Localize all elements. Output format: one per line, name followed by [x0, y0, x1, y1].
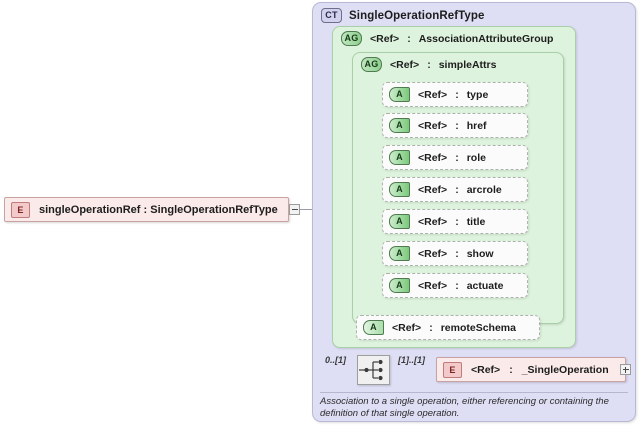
attribute-icon: A [363, 320, 384, 335]
element-icon: E [443, 361, 462, 378]
attribute-type: href [466, 119, 487, 132]
attribute-group-association-header: AG <Ref> : AssociationAttributeGroup [341, 31, 553, 46]
attribute-row[interactable]: A <Ref> : actuate [382, 273, 528, 298]
sequence-compositor-glyph [359, 359, 383, 381]
attribute-type-label: : [429, 321, 433, 334]
annotation-divider [320, 392, 628, 393]
cardinality-left: 0..[1] [325, 355, 347, 365]
attribute-type: remoteSchema [440, 321, 516, 334]
collapse-toggle-root-element[interactable] [289, 204, 300, 215]
attribute-type-label: : [455, 183, 459, 196]
attribute-name: <Ref> [418, 88, 448, 101]
attribute-row[interactable]: A <Ref> : show [382, 241, 528, 266]
attribute-row[interactable]: A <Ref> : role [382, 145, 528, 170]
attribute-name: <Ref> [392, 321, 422, 334]
attribute-group-simpleattrs-name: <Ref> [390, 58, 420, 71]
attribute-type: title [466, 215, 486, 228]
attribute-group-simpleattrs-header: AG <Ref> : simpleAttrs [361, 57, 496, 72]
attribute-type-label: : [455, 151, 459, 164]
child-element-name: <Ref> [471, 363, 501, 376]
complex-type-title: SingleOperationRefType [349, 9, 485, 22]
attribute-icon: A [389, 278, 410, 293]
attribute-type: type [466, 88, 489, 101]
cardinality-right: [1]..[1] [398, 355, 425, 365]
attribute-icon: A [389, 118, 410, 133]
attribute-icon: A [389, 214, 410, 229]
sequence-compositor-icon[interactable] [357, 355, 390, 385]
attribute-name: <Ref> [418, 151, 448, 164]
attribute-icon: A [389, 182, 410, 197]
attribute-type-label: : [455, 279, 459, 292]
attribute-row[interactable]: A <Ref> : title [382, 209, 528, 234]
attribute-name: <Ref> [418, 279, 448, 292]
attribute-name: <Ref> [418, 183, 448, 196]
attribute-type-label: : [455, 119, 459, 132]
attribute-name: <Ref> [418, 119, 448, 132]
attribute-row[interactable]: A <Ref> : type [382, 82, 528, 107]
annotation-text: Association to a single operation, eithe… [320, 396, 609, 419]
attribute-group-association-type: AssociationAttributeGroup [418, 32, 554, 45]
attribute-type-label: : [455, 247, 459, 260]
complex-type-header: CT SingleOperationRefType [321, 8, 485, 23]
complex-type-icon: CT [321, 8, 342, 23]
attribute-name: <Ref> [418, 247, 448, 260]
child-element-separator: : [509, 363, 513, 376]
attribute-type: arcrole [466, 183, 502, 196]
element-icon: E [11, 201, 30, 218]
attribute-icon: A [389, 246, 410, 261]
attribute-name: <Ref> [418, 215, 448, 228]
attribute-type-label: : [455, 215, 459, 228]
attribute-icon: A [389, 87, 410, 102]
attribute-type: role [466, 151, 486, 164]
attribute-type: actuate [466, 279, 504, 292]
attribute-type-label: : [455, 88, 459, 101]
child-element-type: _SingleOperation [521, 363, 609, 376]
attribute-group-association-separator: : [407, 32, 411, 45]
attribute-row-remoteschema[interactable]: A <Ref> : remoteSchema [356, 315, 540, 340]
attribute-group-simpleattrs-type: simpleAttrs [438, 58, 497, 71]
attribute-group-icon: AG [341, 31, 362, 46]
attribute-row[interactable]: A <Ref> : arcrole [382, 177, 528, 202]
root-element-box[interactable]: E singleOperationRef : SingleOperationRe… [4, 197, 289, 222]
attribute-group-icon: AG [361, 57, 382, 72]
attribute-row[interactable]: A <Ref> : href [382, 113, 528, 138]
root-element-label: singleOperationRef : SingleOperationRefT… [39, 203, 278, 216]
attribute-type: show [466, 247, 494, 260]
expand-toggle-child-element[interactable] [620, 364, 631, 375]
child-element-box[interactable]: E <Ref> : _SingleOperation [436, 357, 626, 382]
attribute-icon: A [389, 150, 410, 165]
attribute-group-association-name: <Ref> [370, 32, 400, 45]
attribute-group-simpleattrs-separator: : [427, 58, 431, 71]
